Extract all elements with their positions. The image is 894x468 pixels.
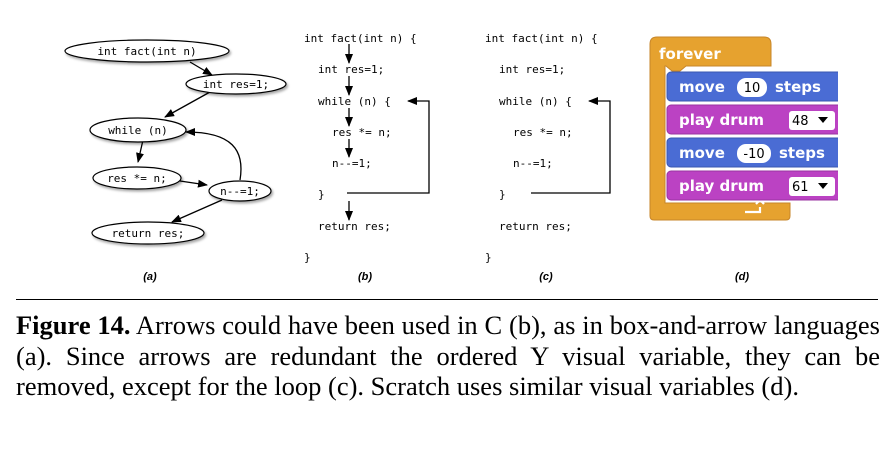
code-c-line-4: res *= n; — [513, 126, 573, 139]
code-c-line-8: } — [485, 251, 492, 264]
edge-mul-to-dec — [179, 179, 208, 188]
code-b-line-4: res *= n; — [332, 126, 392, 139]
code-c-line-3: while (n) { — [499, 95, 572, 108]
node-dec-label: n--=1; — [220, 185, 260, 198]
node-mul-label: res *= n; — [107, 172, 167, 185]
dropdown-1-icon — [818, 117, 828, 123]
arrow-b-loop — [347, 97, 430, 194]
edge-fact-to-res — [189, 61, 213, 76]
node-return — [91, 221, 205, 245]
panel-a-label: (a) — [143, 271, 157, 283]
node-dec — [208, 180, 272, 202]
panel-a-flowchart: int fact(int n) int res=1; while (n) res… — [64, 39, 287, 283]
node-fact — [64, 39, 230, 63]
move-value-2: -10 — [743, 147, 764, 162]
caption-rule — [16, 299, 878, 300]
node-return-label: return res; — [112, 227, 185, 240]
code-b-line-6: } — [318, 188, 325, 201]
drum-label-1: play drum — [679, 111, 764, 129]
drum-value-2: 61 — [792, 180, 809, 195]
dropdown-2-icon — [818, 183, 828, 189]
code-c-line-1: int fact(int n) { — [485, 32, 598, 45]
drum-label-2: play drum — [679, 177, 764, 195]
steps-label-1: steps — [775, 78, 821, 96]
move-value-1: 10 — [744, 81, 761, 96]
node-while-label: while (n) — [108, 124, 168, 137]
code-c-line-2: int res=1; — [499, 63, 565, 76]
panel-d-scratch: forever move 10 steps play drum 48 move … — [649, 30, 894, 283]
edge-while-to-mul — [136, 139, 144, 163]
panel-c-code-loop: int fact(int n) { int res=1; while (n) {… — [485, 32, 611, 283]
panel-d-label: (d) — [735, 271, 749, 283]
code-b-line-3: while (n) { — [318, 95, 391, 108]
scratch-forever-label: forever — [659, 45, 721, 63]
node-res — [185, 73, 287, 95]
scratch-clip-edge — [838, 30, 894, 230]
caption-label: Figure 14. — [16, 310, 131, 340]
code-b-line-2: int res=1; — [318, 63, 384, 76]
code-b-line-1: int fact(int n) { — [304, 32, 417, 45]
code-c-line-5: n--=1; — [513, 157, 553, 170]
code-c-line-6: } — [499, 188, 506, 201]
panel-b-label: (b) — [358, 271, 372, 283]
edge-dec-to-return — [171, 199, 223, 223]
code-b-line-8: } — [304, 251, 311, 264]
code-b-line-5: n--=1; — [332, 157, 372, 170]
node-fact-label: int fact(int n) — [97, 45, 196, 58]
steps-label-2: steps — [779, 144, 825, 162]
node-res-label: int res=1; — [203, 78, 269, 91]
drum-value-1-field[interactable] — [789, 111, 835, 130]
figure-caption: Figure 14. Arrows could have been used i… — [16, 310, 880, 402]
node-mul — [92, 166, 182, 190]
drum-value-1: 48 — [792, 114, 809, 129]
move-value-1-field[interactable] — [737, 78, 767, 97]
code-c-line-7: return res; — [499, 220, 572, 233]
edge-res-to-while — [164, 91, 211, 118]
arrow-c-loop — [531, 97, 611, 194]
caption-text: Arrows could have been used in C (b), as… — [16, 310, 880, 401]
panel-b-code-arrows: int fact(int n) { int res=1; while (n) {… — [304, 32, 430, 283]
node-while — [89, 117, 187, 143]
panel-c-label: (c) — [539, 271, 553, 283]
code-b-line-7: return res; — [318, 220, 391, 233]
figure-14: int fact(int n) int res=1; while (n) res… — [64, 30, 894, 283]
edge-dec-loop-back — [185, 128, 242, 181]
drum-value-2-field[interactable] — [789, 177, 835, 196]
move-label-1: move — [679, 78, 725, 96]
move-value-2-field[interactable] — [737, 144, 771, 163]
scratch-forever-block — [649, 36, 791, 221]
move-label-2: move — [679, 144, 725, 162]
